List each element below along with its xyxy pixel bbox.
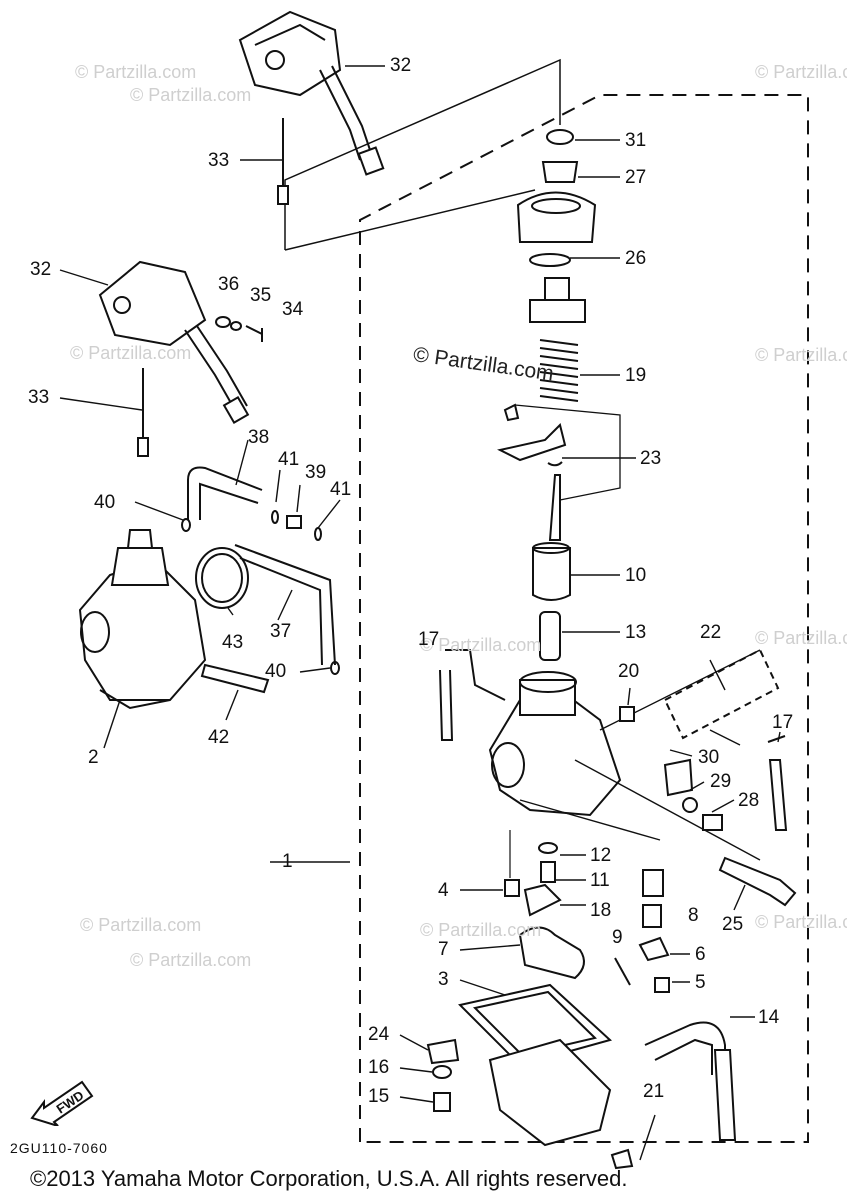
part-top-cap — [516, 191, 597, 243]
watermark: © Partzilla.com — [80, 915, 202, 935]
watermark: © Partzilla.com — [420, 920, 542, 940]
part-label-11: 11 — [590, 870, 610, 891]
part-label-20: 20 — [618, 661, 640, 682]
part-label-40: 40 — [94, 492, 116, 513]
watermark: © Partzilla.com — [755, 62, 847, 82]
part-label-33: 33 — [28, 387, 50, 408]
part-label-37: 37 — [270, 621, 292, 642]
part-label-30: 30 — [698, 747, 720, 768]
part-label-17: 17 — [772, 712, 794, 733]
part-label-13: 13 — [625, 622, 647, 643]
part-label-31: 31 — [625, 130, 647, 151]
part-27-nut — [541, 161, 579, 183]
throttle-cable-assembly-top — [238, 10, 385, 176]
part-label-5: 5 — [695, 972, 706, 993]
part-label-36: 36 — [218, 274, 240, 295]
watermark: © Partzilla.com — [130, 950, 252, 970]
carburetor-assembled — [78, 529, 207, 710]
part-label-24: 24 — [368, 1024, 390, 1045]
part-label-25: 25 — [722, 914, 744, 935]
part-26-o-ring — [529, 253, 571, 267]
watermark: © Partzilla.com — [755, 912, 847, 932]
throttle-cable-assembly-lower — [98, 260, 250, 425]
part-label-4: 4 — [438, 880, 449, 901]
part-label-35: 35 — [250, 285, 272, 306]
part-label-27: 27 — [625, 167, 647, 188]
diagram-code: 2GU110-7060 — [10, 1140, 108, 1156]
part-label-33: 33 — [208, 150, 230, 171]
part-label-39: 39 — [305, 462, 327, 483]
part-label-3: 3 — [438, 969, 449, 990]
part-3-gasket — [458, 983, 613, 1067]
forward-arrow-icon: FWD — [30, 1080, 94, 1126]
part-label-12: 12 — [590, 845, 612, 866]
part-label-19: 19 — [625, 365, 647, 386]
part-label-22: 22 — [700, 622, 722, 643]
part-label-16: 16 — [368, 1057, 390, 1078]
part-label-42: 42 — [208, 727, 230, 748]
part-label-41: 41 — [330, 479, 352, 500]
part-19-spring — [539, 339, 579, 402]
part-label-32: 32 — [390, 55, 412, 76]
part-label-29: 29 — [710, 771, 732, 792]
part-label-2: 2 — [88, 747, 99, 768]
part-label-9: 9 — [612, 927, 623, 948]
part-label-7: 7 — [438, 939, 449, 960]
part-label-8: 8 — [688, 905, 699, 926]
part-label-1: 1 — [282, 851, 293, 872]
watermark: © Partzilla.com — [755, 628, 847, 648]
copyright-notice: ©2013 Yamaha Motor Corporation, U.S.A. A… — [30, 1166, 628, 1191]
watermark: © Partzilla.com — [75, 62, 197, 82]
watermark: © Partzilla.com — [420, 635, 542, 655]
part-label-26: 26 — [625, 248, 647, 269]
watermark: © Partzilla.com — [70, 343, 192, 363]
part-label-34: 34 — [282, 299, 304, 320]
part-label-23: 23 — [640, 448, 662, 469]
carburetor-body — [488, 649, 761, 861]
part-label-43: 43 — [222, 632, 244, 653]
part-label-40: 40 — [265, 661, 287, 682]
part-label-15: 15 — [368, 1086, 390, 1107]
part-31-washer — [546, 129, 574, 145]
watermark: © Partzilla.com — [130, 85, 252, 105]
part-label-10: 10 — [625, 565, 647, 586]
float-bowl — [488, 1038, 612, 1147]
part-label-21: 21 — [643, 1081, 665, 1102]
part-label-14: 14 — [758, 1007, 780, 1028]
part-label-41: 41 — [278, 449, 300, 470]
part-label-38: 38 — [248, 427, 270, 448]
part-label-32: 32 — [30, 259, 52, 280]
part-label-28: 28 — [738, 790, 760, 811]
watermark: © Partzilla.com — [755, 345, 847, 365]
assembly-boundary — [359, 94, 809, 1143]
part-label-6: 6 — [695, 944, 706, 965]
part-10-throttle-slide — [532, 547, 571, 601]
part-label-18: 18 — [590, 900, 612, 921]
part-label-17: 17 — [418, 629, 440, 650]
